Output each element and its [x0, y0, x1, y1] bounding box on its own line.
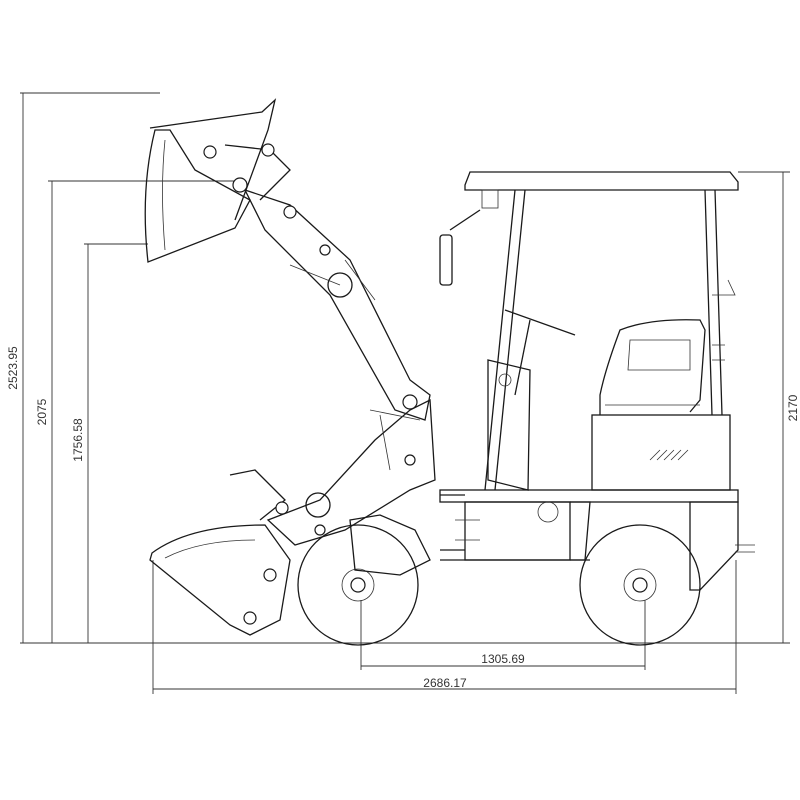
- bucket-raised: [144, 98, 277, 263]
- steering-column: [487, 309, 576, 491]
- dimension-wheelbase: 1305.69: [360, 600, 646, 670]
- loader-arm-lowered: [229, 394, 436, 576]
- bucket-lowered: [149, 524, 291, 636]
- front-wheel: [297, 524, 419, 646]
- engine-body: [591, 319, 731, 491]
- cab-canopy: [439, 171, 739, 491]
- dimension-overall-length: 2686.17: [152, 560, 737, 694]
- dimension-max-height: 2523.95: [6, 92, 160, 643]
- dim-label-2686: 2686.17: [423, 676, 467, 690]
- dimension-cab-height: 2170: [738, 171, 800, 643]
- dim-label-1756: 1756.58: [71, 418, 85, 462]
- rear-wheel: [579, 524, 701, 646]
- loader-arm-raised: [203, 143, 431, 421]
- chassis: [439, 489, 755, 591]
- dim-label-1305: 1305.69: [481, 652, 525, 666]
- dim-label-2075: 2075: [35, 398, 49, 425]
- dimension-hinge-height: 2075: [35, 180, 240, 643]
- dimension-dump-height: 1756.58: [71, 243, 148, 643]
- dim-label-2170: 2170: [786, 394, 800, 421]
- dim-label-2523: 2523.95: [6, 346, 20, 390]
